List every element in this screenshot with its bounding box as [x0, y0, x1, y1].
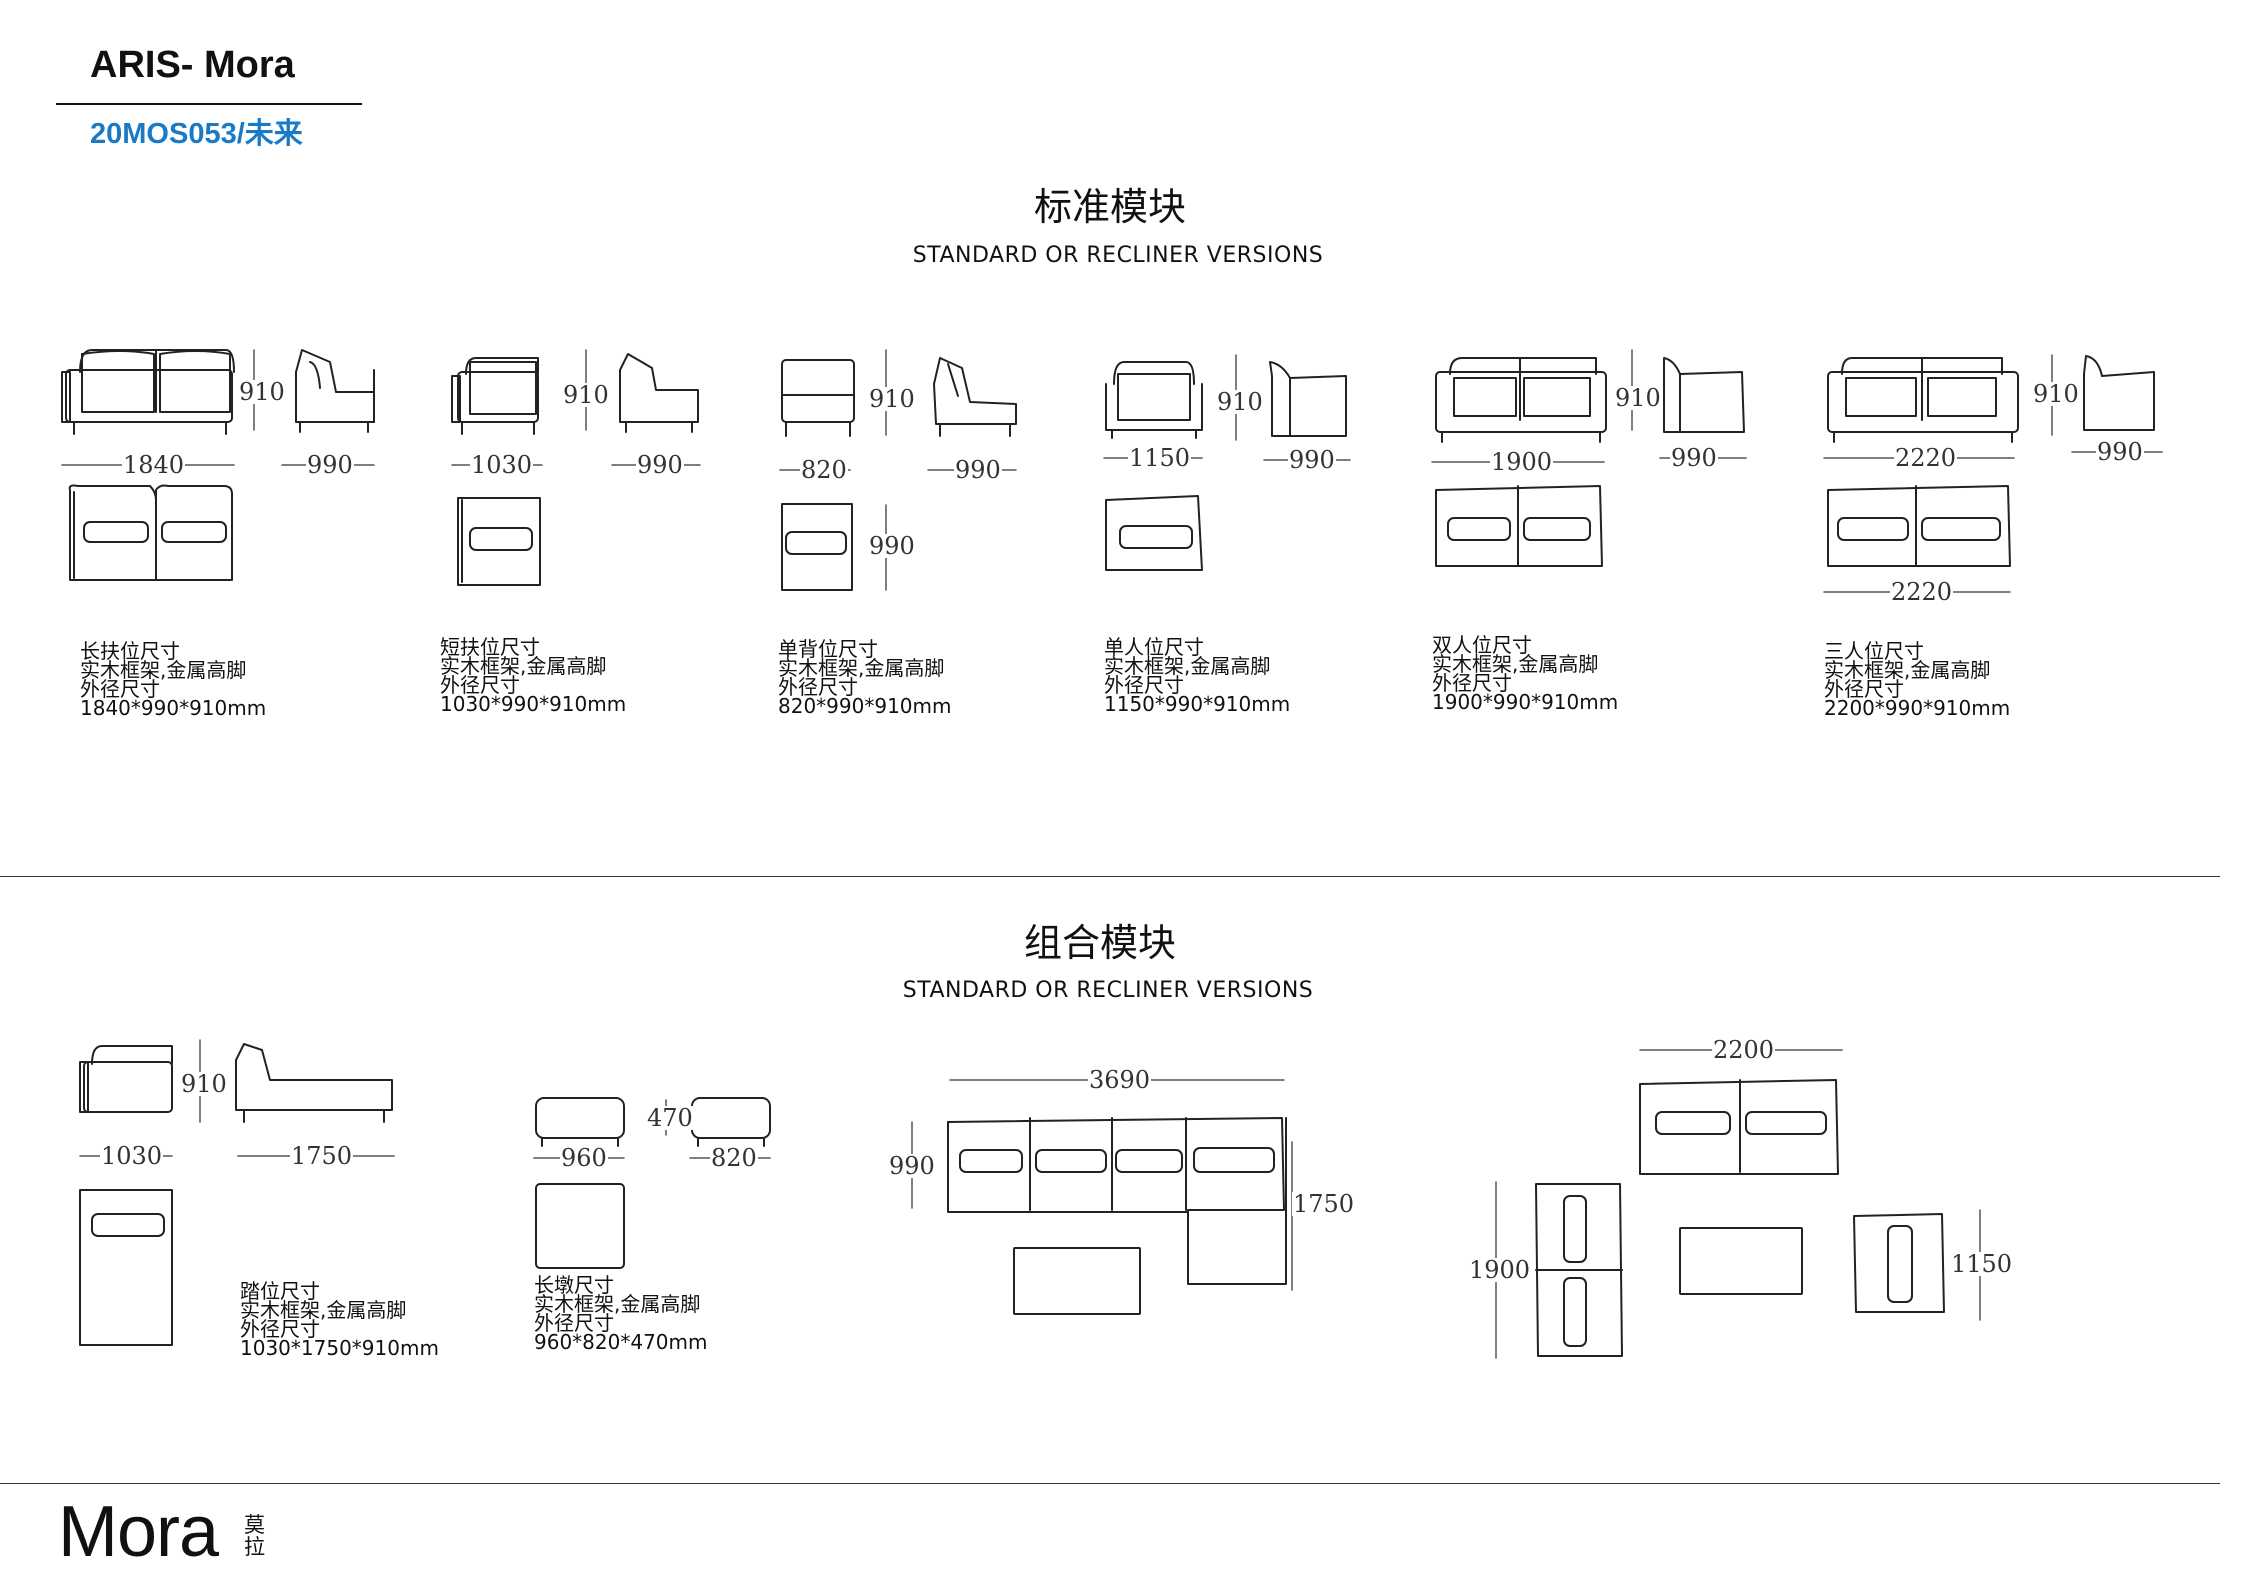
dim-height-three-seat: 910: [2032, 380, 2080, 408]
dim-l-shape-depth: 990: [888, 1152, 936, 1180]
dim-depth-loveseat: 990: [1670, 444, 1718, 472]
dim-plan-width-three-seat: 2220: [1890, 578, 1954, 606]
dim-width-single-seat: 1150: [1128, 444, 1192, 472]
dim-depth-single-seat: 990: [1288, 446, 1336, 474]
dim-height-ottoman: 470: [646, 1104, 694, 1132]
dim-l-shape-chaise: 1750: [1292, 1190, 1356, 1218]
dim-depth-three-seat: 990: [2096, 438, 2144, 466]
dim-depth-long-arm: 990: [306, 451, 354, 479]
combo-section-title: 组合模块: [1023, 921, 1177, 965]
dim-width-long-arm: 1840: [122, 451, 186, 479]
combo-section-subtitle: STANDARD OR RECLINER VERSIONS: [902, 978, 1314, 1003]
dim-height-short-arm: 910: [562, 381, 610, 409]
dim-height-loveseat: 910: [1614, 384, 1662, 412]
dim-depth-short-arm: 990: [636, 451, 684, 479]
dim-width-ottoman: 960: [560, 1144, 608, 1172]
dim-width-chaise-set: 1030: [100, 1142, 164, 1170]
dim-set-loveseat: 1900: [1468, 1256, 1532, 1284]
standard-section-subtitle: STANDARD OR RECLINER VERSIONS: [912, 243, 1324, 268]
dim-set-chair: 1150: [1950, 1250, 2014, 1278]
dim-width-three-seat: 2220: [1894, 444, 1958, 472]
dim-width-single-back: 820: [800, 456, 848, 484]
product-title: ARIS- Mora: [90, 44, 295, 86]
title-underline: [56, 103, 362, 105]
dim-length-chaise: 1750: [290, 1142, 354, 1170]
product-code: 20MOS053/未来: [90, 118, 303, 150]
dim-l-shape-width: 3690: [1088, 1066, 1152, 1094]
brand-logo: Mora: [58, 1492, 219, 1572]
section-divider: [0, 876, 2220, 877]
dim-plan-depth-single-back: 990: [868, 532, 916, 560]
dim-width-short-arm: 1030: [470, 451, 534, 479]
dim-height-chaise: 910: [180, 1070, 228, 1098]
dim-height-single-seat: 910: [1216, 388, 1264, 416]
standard-section-title: 标准模块: [1033, 185, 1187, 229]
dim-height-long-arm: 910: [238, 378, 286, 406]
footer-divider: [0, 1483, 2220, 1484]
brand-logo-cn: 莫拉: [244, 1513, 265, 1559]
dim-depth-single-back: 990: [954, 456, 1002, 484]
dim-width-loveseat: 1900: [1490, 448, 1554, 476]
dim-depth-ottoman: 820: [710, 1144, 758, 1172]
dim-set-sofa: 2200: [1712, 1036, 1776, 1064]
dim-height-single-back: 910: [868, 385, 916, 413]
